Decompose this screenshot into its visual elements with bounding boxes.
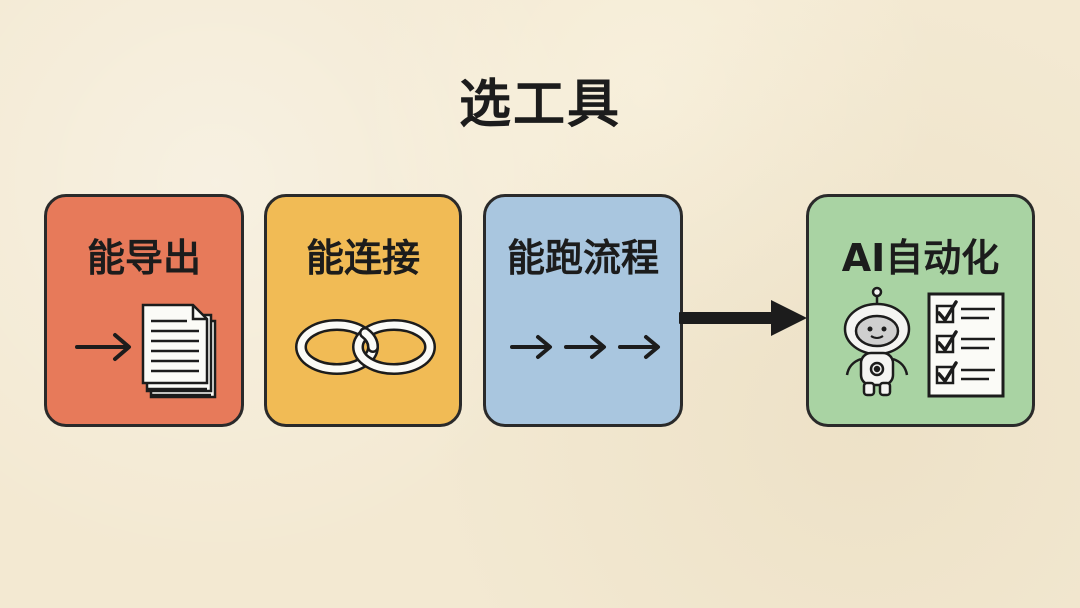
checklist-icon — [929, 294, 1003, 396]
chain-link-icon — [267, 197, 465, 430]
three-arrows-icon — [486, 197, 686, 430]
arrow-to-documents-icon — [47, 197, 247, 430]
robot-checklist-icon — [809, 197, 1038, 430]
robot-icon — [845, 288, 909, 395]
page-title: 选工具 — [0, 62, 1080, 137]
right-arrow-icon — [679, 290, 811, 350]
card-flow: 能跑流程 — [483, 194, 683, 427]
card-ai-automation: AI自动化 — [806, 194, 1035, 427]
card-export: 能导出 — [44, 194, 244, 427]
card-connect: 能连接 — [264, 194, 462, 427]
